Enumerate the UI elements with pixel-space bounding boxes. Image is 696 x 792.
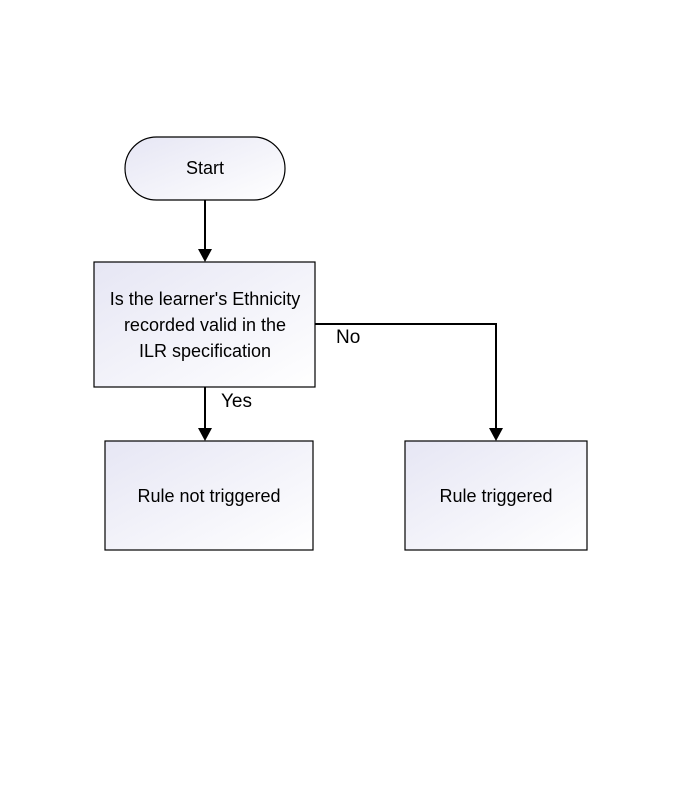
start-node: Start [124,136,286,201]
decision-label-line-3: ILR specification [139,341,271,361]
decision-node: Is the learner's Ethnicity recorded vali… [93,261,316,388]
arrow-down-icon [198,249,212,262]
start-label: Start [186,158,224,178]
yes-edge-label: Yes [221,391,252,412]
arrow-down-icon [198,428,212,441]
connector-start-to-decision [198,200,212,262]
arrow-down-icon [489,428,503,441]
no-edge-label: No [336,327,360,348]
rule-triggered-node: Rule triggered [404,440,588,551]
decision-label-line-1: Is the learner's Ethnicity [110,289,301,309]
decision-label-line-2: recorded valid in the [124,315,286,335]
rule-triggered-label: Rule triggered [439,486,552,506]
connector-yes: Yes [198,387,252,441]
connector-no: No [315,323,503,441]
rule-not-triggered-label: Rule not triggered [137,486,280,506]
rule-not-triggered-node: Rule not triggered [104,440,314,551]
